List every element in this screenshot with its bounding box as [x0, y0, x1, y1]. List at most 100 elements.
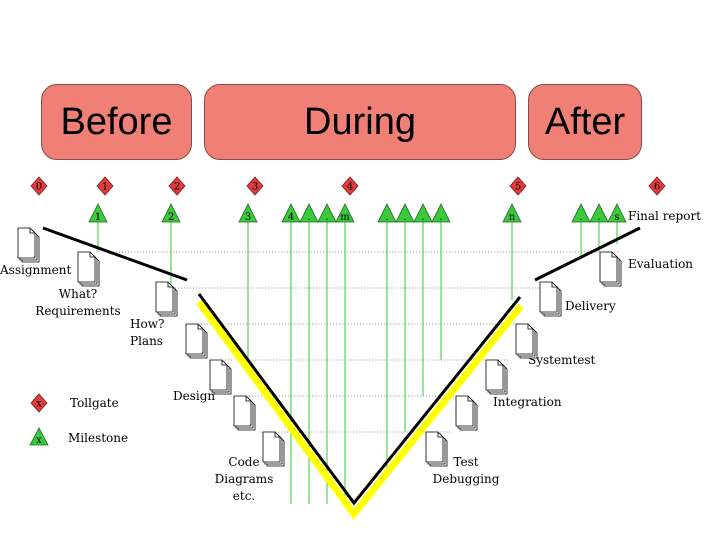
milestone-marker: . [589, 203, 609, 223]
tollgate-3: 3 [246, 176, 264, 196]
milestone-triangle [395, 203, 415, 223]
left-wing-line [42, 226, 188, 282]
tollgate-diamond [648, 176, 666, 196]
milestone-triangle [161, 203, 181, 223]
milestone-triangle [571, 203, 591, 223]
milestone-triangle [88, 203, 108, 223]
document-icon [77, 251, 100, 287]
milestone-triangle [335, 203, 355, 223]
document-icon [485, 359, 508, 395]
document-icon [455, 395, 478, 431]
legend-tollgate-label: Tollgate [70, 396, 119, 410]
milestone-marker: . [431, 203, 451, 223]
legend-tollgate-symbol: x [36, 399, 42, 410]
document-label: Delivery [565, 299, 616, 313]
tollgate-label: 2 [174, 182, 180, 193]
tollgate-label: 3 [252, 182, 258, 193]
tollgate-2: 2 [168, 176, 186, 196]
milestone-marker: . [571, 203, 591, 223]
document-label: How? [130, 317, 164, 331]
milestone-triangle [281, 203, 301, 223]
phase-after: After [528, 84, 642, 160]
tollgate-label: 5 [515, 182, 521, 193]
legend-milestone-symbol: x [36, 435, 42, 446]
milestone-label: s [614, 212, 619, 223]
legend-milestone-label: Milestone [68, 431, 128, 445]
doc-delivery: Delivery [515, 299, 616, 359]
milestone-label: . [325, 212, 328, 223]
tollgate-diamond [509, 176, 527, 196]
tollgate-label: 1 [102, 182, 108, 193]
tollgate-diamond [30, 176, 48, 196]
v-outline [197, 293, 522, 506]
document-label: Evaluation [628, 257, 693, 271]
milestone-label: 3 [245, 212, 251, 223]
right-wing-line [534, 226, 641, 282]
doc-systemtest: Systemtest [485, 353, 596, 395]
milestone-marker: . [299, 203, 319, 223]
milestone-marker: 4 [281, 203, 301, 223]
milestone-marker: . [413, 203, 433, 223]
milestone-marker: m [335, 203, 355, 223]
tollgate-row: 0 1 2 3 4 5 6 [30, 176, 666, 196]
milestone-triangle [502, 203, 522, 223]
document-icon [262, 431, 285, 467]
milestone-label: 4 [288, 212, 294, 223]
document-label: Design [173, 389, 215, 403]
doc-design: Design [173, 323, 215, 403]
milestone-marker: 3 [238, 203, 258, 223]
milestone-label: . [579, 212, 582, 223]
tollgate-1: 1 [96, 176, 114, 196]
milestone-label: . [597, 212, 600, 223]
legend-tollgate-diamond [30, 393, 48, 413]
tollgate-5: 5 [509, 176, 527, 196]
milestone-marker: . [395, 203, 415, 223]
milestone-marker: s [607, 203, 627, 223]
legend-milestone-triangle [29, 427, 49, 446]
document-icon [185, 323, 208, 359]
document-label: What? [59, 287, 97, 301]
tollgate-diamond [168, 176, 186, 196]
tollgate-diamond [246, 176, 264, 196]
milestone-label: 2 [168, 212, 174, 223]
milestone-triangle [431, 203, 451, 223]
milestone-label: m [340, 212, 350, 223]
milestone-triangle [317, 203, 337, 223]
document-icon [17, 227, 40, 263]
tollgate-label: 0 [36, 182, 42, 193]
milestone-label: . [307, 212, 310, 223]
milestone-marker: 1 [88, 203, 108, 223]
milestone-triangle [377, 203, 397, 223]
milestone-marker: 2 [161, 203, 181, 223]
phase-before: Before [41, 84, 192, 160]
doc-evaluation: Evaluation [539, 257, 693, 317]
milestone-triangle [607, 203, 627, 223]
document-label: Requirements [35, 304, 120, 318]
v-highlight [196, 299, 524, 520]
document-icon [155, 281, 178, 317]
document-group: AssignmentWhat?RequirementsHow?PlansDesi… [0, 209, 701, 503]
document-icon [599, 251, 622, 287]
document-icon [539, 281, 562, 317]
document-label: etc. [233, 489, 255, 503]
document-icon [233, 395, 256, 431]
document-icon [209, 359, 232, 395]
phase-during: During [204, 84, 516, 160]
legend: x Tollgate x Milestone [29, 393, 128, 446]
tollgate-0: 0 [30, 176, 48, 196]
tollgate-label: 6 [654, 182, 660, 193]
milestone-triangle [589, 203, 609, 223]
document-label: Systemtest [528, 353, 596, 367]
milestone-triangle [299, 203, 319, 223]
tollgate-4: 4 [341, 176, 359, 196]
document-label: Diagrams [215, 472, 274, 486]
milestone-label: 1 [95, 212, 101, 223]
milestone-label: . [439, 212, 442, 223]
doc-integration: Integration [455, 395, 562, 431]
tollgate-label: 4 [347, 182, 353, 193]
document-icon [425, 431, 448, 467]
